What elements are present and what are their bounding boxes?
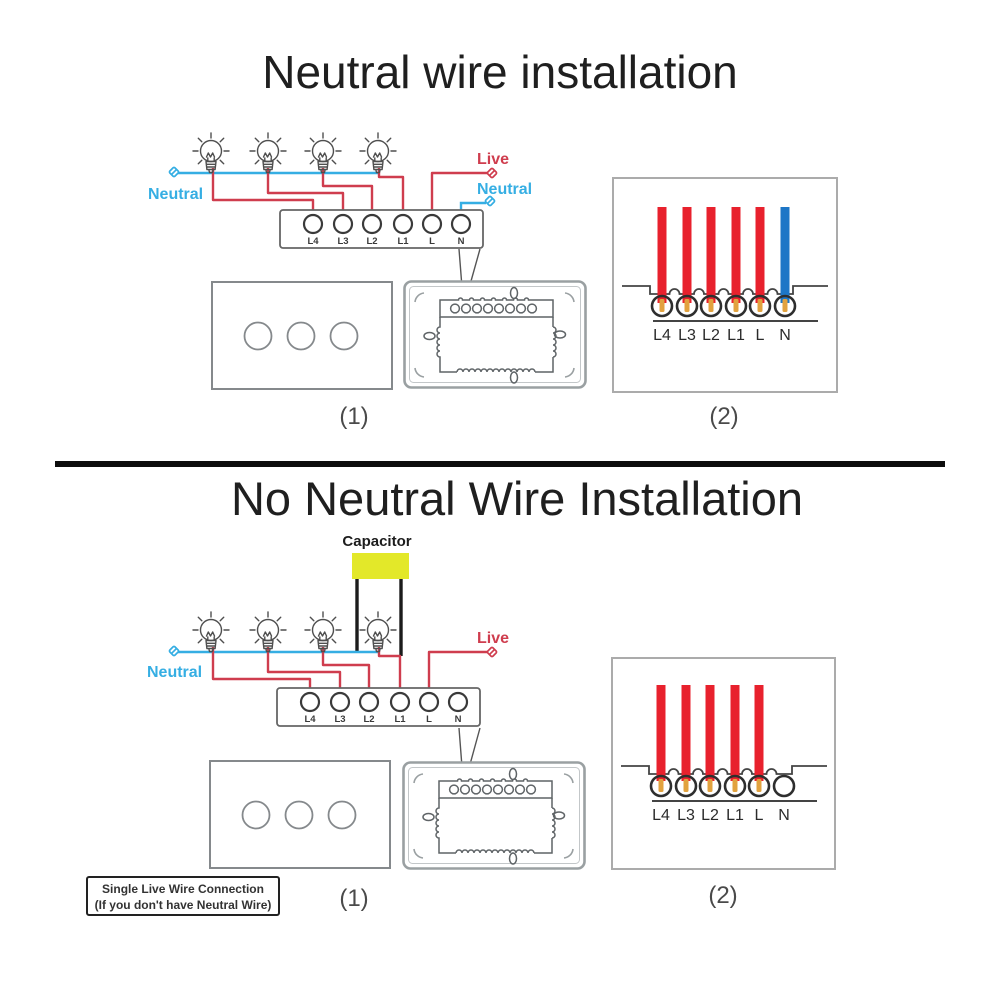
neutral-wire-section: Neutral wire installation Neutral Live N… [148, 46, 838, 430]
figure1-label: (1) [339, 885, 368, 912]
detail-wires [656, 685, 764, 781]
terminal-detail-box [611, 657, 836, 870]
no-neutral-wire-section: No Neutral Wire Installation Capacitor N… [86, 472, 836, 916]
live-wires [211, 168, 488, 215]
live-label: Live [477, 630, 509, 647]
switch-front-panel [209, 760, 391, 869]
bottom-section-title: No Neutral Wire Installation [231, 472, 803, 525]
caption-box: Single Live Wire Connection (If you don'… [86, 876, 280, 916]
light-bulb-icon [249, 132, 287, 174]
switch-module-back [403, 280, 587, 389]
neutral-connector-icon [168, 645, 180, 657]
light-bulb-icon [359, 132, 397, 174]
live-connector-icon [486, 167, 498, 179]
caption-line1: Single Live Wire Connection [102, 882, 264, 896]
figure2-label: (2) [708, 882, 737, 909]
light-bulb-icon [192, 132, 230, 174]
terminal-detail-box [612, 177, 838, 393]
terminal-block [278, 208, 485, 250]
live-connector-icon [486, 646, 498, 658]
neutral-connector-icon [168, 166, 180, 178]
light-bulb-icon [359, 611, 397, 653]
figure2-label: (2) [709, 403, 738, 430]
caption-line2: (If you don't have Neutral Wire) [95, 898, 272, 912]
live-wires [211, 647, 488, 693]
switch-module-back [402, 761, 586, 870]
light-bulb-icon [192, 611, 230, 653]
neutral-label-left: Neutral [148, 186, 203, 203]
light-bulb-icon [304, 132, 342, 174]
capacitor [352, 553, 409, 656]
neutral-label-right: Neutral [477, 181, 532, 198]
figure1-label: (1) [339, 403, 368, 430]
live-label: Live [477, 151, 509, 168]
top-section-title: Neutral wire installation [262, 46, 738, 98]
terminal-block [275, 686, 482, 728]
neutral-label-left: Neutral [147, 664, 202, 681]
switch-front-panel [211, 281, 393, 390]
copper-wire-ends [658, 779, 762, 792]
light-bulb-icon [304, 611, 342, 653]
detail-wires [657, 207, 790, 303]
capacitor-label: Capacitor [342, 533, 411, 550]
copper-wire-ends [659, 299, 788, 312]
light-bulb-icon [249, 611, 287, 653]
section-divider [55, 461, 945, 467]
